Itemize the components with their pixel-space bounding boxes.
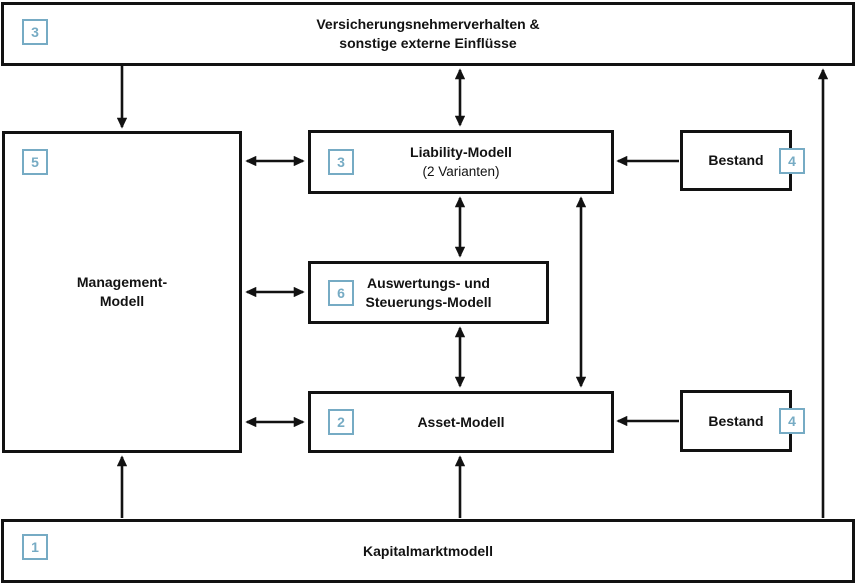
badge-capital-market-model: 1 <box>22 534 48 560</box>
box-capital-market-model-label: Kapitalmarktmodell <box>4 542 852 561</box>
badge-bestand-asset: 4 <box>779 408 805 434</box>
label-title: Kapitalmarktmodell <box>363 542 493 559</box>
badge-external-influences: 3 <box>22 19 48 45</box>
label-line-2: Steuerungs-Modell <box>365 293 492 310</box>
label-title: Liability-Modell <box>410 144 512 160</box>
label-line-1: Versicherungsnehmerverhalten & <box>316 16 540 32</box>
label-title: Bestand <box>708 152 764 168</box>
badge-asset-model: 2 <box>328 409 354 435</box>
badge-evaluation-steering-model: 6 <box>328 279 354 306</box>
label-title: Asset-Modell <box>417 413 505 430</box>
box-evaluation-steering-model-label: Auswertungs- und Steuerungs-Modell <box>311 274 546 312</box>
box-management-model: 5 Management- Modell <box>2 131 242 453</box>
box-bestand-asset: 4 Bestand <box>680 390 805 452</box>
box-bestand-asset-label: Bestand <box>683 412 789 431</box>
badge-management-model: 5 <box>22 149 48 175</box>
box-capital-market-model: 1 Kapitalmarktmodell <box>1 519 855 583</box>
box-liability-model: 3 Liability-Modell (2 Varianten) <box>308 130 614 194</box>
label-line-2: sonstige externe Einflüsse <box>339 35 517 51</box>
badge-bestand-liability: 4 <box>779 147 805 174</box>
label-title: Bestand <box>708 412 764 429</box>
box-external-influences: 3 Versicherungsnehmerverhalten & sonstig… <box>1 2 855 66</box>
box-bestand-liability-label: Bestand <box>683 151 789 170</box>
box-evaluation-steering-model: 6 Auswertungs- und Steuerungs-Modell <box>308 261 549 324</box>
box-management-model-label: Management- Modell <box>5 273 239 311</box>
label-subtitle: (2 Varianten) <box>422 164 500 179</box>
label-line-2: Modell <box>99 293 145 309</box>
box-bestand-liability: 4 Bestand <box>680 130 805 191</box>
box-liability-model-label: Liability-Modell (2 Varianten) <box>311 143 611 181</box>
label-line-1: Management- <box>76 274 168 290</box>
badge-liability-model: 3 <box>328 149 354 175</box>
box-asset-model-label: Asset-Modell <box>311 413 611 432</box>
box-asset-model: 2 Asset-Modell <box>308 391 614 453</box>
label-line-1: Auswertungs- und <box>367 274 490 291</box>
box-external-influences-label: Versicherungsnehmerverhalten & sonstige … <box>4 15 852 53</box>
